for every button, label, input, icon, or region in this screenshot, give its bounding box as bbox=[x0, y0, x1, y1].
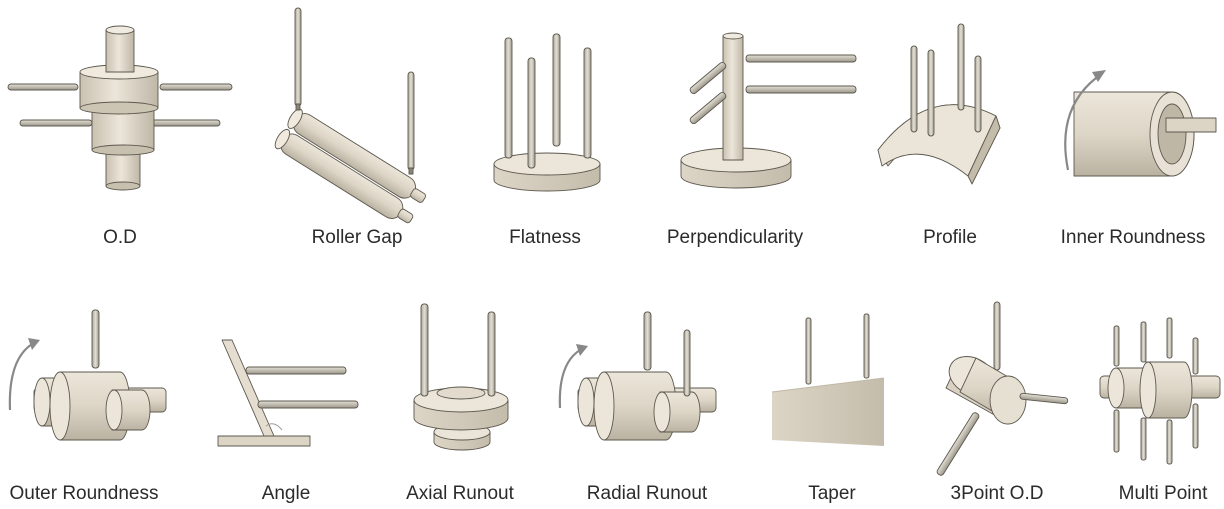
label-3point-od: 3Point O.D bbox=[950, 483, 1044, 504]
multi-point-shaft-icon bbox=[1099, 317, 1221, 465]
outer-roundness-shaft-icon bbox=[8, 309, 167, 441]
label-angle: Angle bbox=[261, 483, 311, 504]
flatness-plate-probes-icon bbox=[493, 33, 601, 192]
label-outer-roundness: Outer Roundness bbox=[9, 483, 159, 504]
label-od: O.D bbox=[103, 227, 137, 248]
label-inner-roundness: Inner Roundness bbox=[1060, 227, 1206, 248]
label-flatness: Flatness bbox=[509, 227, 581, 248]
axial-runout-disc-icon bbox=[413, 303, 509, 451]
label-axial-runout: Axial Runout bbox=[406, 483, 514, 504]
profile-arch-icon bbox=[877, 23, 1001, 185]
radial-runout-shaft-icon bbox=[558, 311, 717, 441]
inner-roundness-tube-icon bbox=[1064, 70, 1217, 177]
od-cylinder-probes-icon bbox=[7, 25, 233, 191]
label-radial-runout: Radial Runout bbox=[586, 483, 708, 504]
taper-block-icon bbox=[771, 313, 885, 446]
three-point-od-icon bbox=[936, 301, 1069, 476]
angle-bracket-icon bbox=[217, 339, 359, 447]
roller-gap-icon bbox=[274, 7, 426, 224]
label-roller-gap: Roller Gap bbox=[311, 227, 403, 248]
label-taper: Taper bbox=[808, 483, 856, 504]
label-perpendicularity: Perpendicularity bbox=[666, 227, 804, 248]
label-profile: Profile bbox=[923, 227, 977, 248]
label-multi-point: Multi Point bbox=[1118, 483, 1208, 504]
perpendicularity-post-icon bbox=[680, 32, 857, 189]
